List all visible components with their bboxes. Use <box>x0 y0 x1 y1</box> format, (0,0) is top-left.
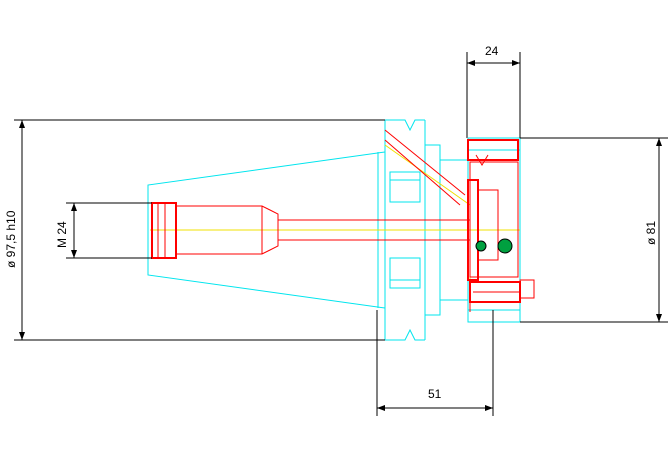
pin-left <box>475 240 487 252</box>
dimension-right-diameter: ø 81 <box>520 137 668 323</box>
dimension-bottom-width: 51 <box>376 310 494 416</box>
bottom-width-label: 51 <box>428 387 442 401</box>
center-axis <box>150 144 520 300</box>
top-width-label: 24 <box>485 44 499 58</box>
dimension-thread: M 24 <box>55 202 152 259</box>
right-diameter-label: ø 81 <box>644 221 658 245</box>
dimension-left-diameter: ø 97,5 h10 <box>4 119 385 341</box>
left-diameter-label: ø 97,5 h10 <box>4 210 18 268</box>
pin-right <box>497 238 513 254</box>
thread-label: M 24 <box>55 221 69 248</box>
dimension-top-width: 24 <box>466 44 521 138</box>
internal-bore <box>151 129 535 312</box>
